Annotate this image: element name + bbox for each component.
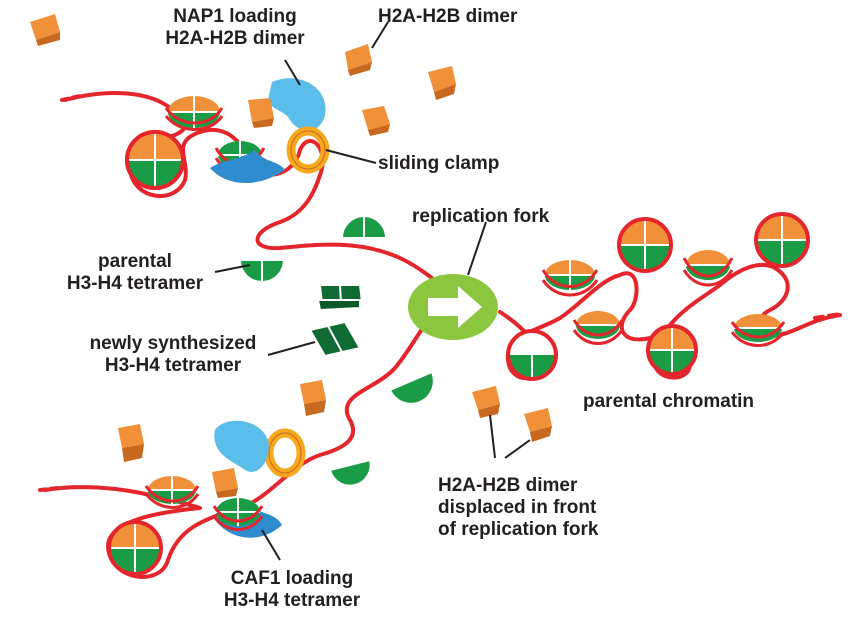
leader-lines — [214, 21, 531, 561]
parental-nucleosome-1 — [541, 260, 599, 297]
nap1-chaperone — [210, 78, 326, 183]
lower-dna-tail — [38, 486, 60, 492]
parental-nucleosome-3 — [682, 250, 734, 287]
nucleosome-upper-a — [125, 130, 185, 190]
displaced-line2: displaced in front — [438, 497, 597, 518]
nucleosome-lower-b — [144, 476, 200, 509]
new-tetramer-label: newly synthesized H3-H4 tetramer — [78, 333, 268, 377]
nucleosome-lower-a — [107, 520, 163, 576]
parental-chromatin-label: parental chromatin — [583, 391, 754, 413]
parental-tetramer-line2: H3-H4 tetramer — [66, 273, 204, 294]
h2a-h2b-dimer-text: H2A-H2B dimer — [378, 6, 518, 27]
parental-nucleosome-8 — [506, 329, 558, 381]
nucleosome-upper-b — [164, 96, 224, 131]
nap1-label-line2: H2A-H2B dimer — [165, 28, 305, 49]
nucleosome-lower-c — [212, 498, 264, 531]
parental-tetramer-line1: parental — [98, 251, 172, 272]
sliding-clamp-text: sliding clamp — [378, 153, 500, 174]
parental-nucleosome-6 — [646, 324, 698, 376]
upper-dna-tail — [60, 94, 82, 102]
nap1-label: NAP1 loading H2A-H2B dimer — [150, 6, 320, 50]
parental-nucleosome-7 — [730, 314, 786, 347]
displaced-dimer-label: H2A-H2B dimer displaced in front of repl… — [438, 475, 598, 541]
new-tetramer-line2: H3-H4 tetramer — [104, 355, 242, 376]
sliding-clamp-lower — [264, 428, 306, 478]
arrow-right-icon — [428, 286, 482, 328]
displaced-line3: of replication fork — [438, 519, 599, 540]
free-h2a-h2b — [30, 14, 552, 462]
sliding-clamp-label: sliding clamp — [378, 153, 499, 175]
caf1-label-line1: CAF1 loading — [230, 568, 354, 589]
parental-nucleosome-5 — [572, 311, 624, 345]
free-h3h4-new — [308, 284, 364, 358]
replication-fork-label: replication fork — [412, 206, 549, 228]
h2a-h2b-dimer-label: H2A-H2B dimer — [378, 6, 517, 28]
parental-nucleosome-2 — [617, 217, 673, 273]
nap1-label-line1: NAP1 loading — [173, 6, 297, 27]
replication-fork-text: replication fork — [412, 206, 550, 227]
new-tetramer-line1: newly synthesized — [89, 333, 257, 354]
parental-tetramer-label: parental H3-H4 tetramer — [55, 251, 215, 295]
parental-chromatin-text: parental chromatin — [583, 391, 755, 412]
sliding-clamp-upper — [286, 126, 330, 174]
replication-fork — [408, 274, 498, 340]
displaced-line1: H2A-H2B dimer — [438, 475, 578, 496]
h2a-h2b-on-caf1 — [212, 468, 238, 498]
caf1-label: CAF1 loading H3-H4 tetramer — [212, 568, 372, 612]
caf1-label-line2: H3-H4 tetramer — [223, 590, 361, 611]
parental-nucleosome-4 — [754, 212, 810, 268]
free-h3h4-parental — [238, 215, 435, 487]
parental-dna-tail — [813, 312, 842, 320]
